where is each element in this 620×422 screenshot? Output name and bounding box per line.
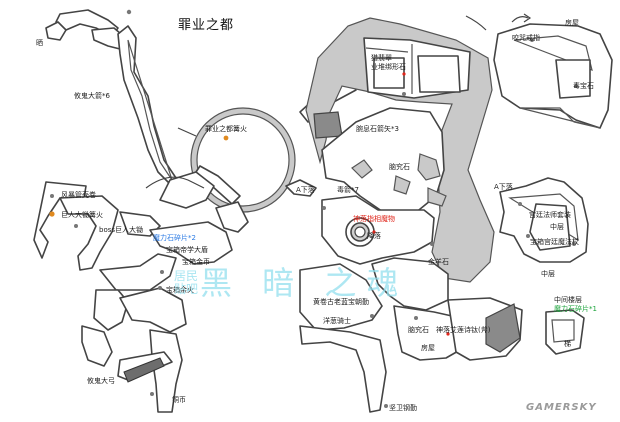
label-chaser-big-6: 攸鬼大箭*6	[74, 92, 110, 100]
east-palace	[499, 177, 589, 263]
label-chest-gold: 宝箱金币	[182, 258, 210, 266]
label-a-down-2: A下落	[494, 183, 513, 191]
label-magic-stone-3: 腕息石箭矢*3	[356, 125, 399, 133]
watermark-sub-text: 贴吧	[174, 282, 199, 296]
label-fall-point: 降落	[367, 232, 381, 240]
northeast-building	[493, 13, 613, 129]
west-upper-corridor	[45, 9, 177, 185]
label-hard-shield: 坚卫钢勤	[389, 404, 417, 412]
map-title: 罪业之都	[178, 18, 235, 33]
label-magic-stone-2: 魔力石碎片*2	[153, 234, 196, 242]
label-stone-7: 毒箭*7	[337, 186, 359, 194]
label-copper: 铜币	[172, 396, 186, 404]
label-house-2: 房屋	[565, 19, 579, 27]
label-chaser-bow: 攸鬼大弓	[87, 377, 115, 385]
label-palace-armor: 宫廷法师套装	[529, 211, 571, 219]
watermark-sub: 居民 贴吧	[174, 270, 200, 296]
label-a-down-1: A下落	[296, 186, 315, 194]
label-magic-stone-1: 魔力石碎片*1	[554, 305, 597, 313]
label-wind-tube: 风暴管壳卷	[61, 191, 96, 199]
central-district	[299, 17, 523, 413]
label-mid-floor: 中层	[550, 223, 564, 231]
label-fall-ring: 神落指相魔物	[353, 215, 395, 223]
label-boss-giant: boss巨人大锄	[99, 226, 144, 234]
label-sun: 晒	[36, 39, 43, 47]
middle-floor-block	[545, 309, 585, 355]
label-gold-stone-1: 脑究石	[389, 163, 410, 171]
label-armor-set: 猎翡翠 业堆绑形石	[371, 54, 406, 71]
label-mid-floor-2: 中层	[541, 270, 555, 278]
label-middle-layer: 中间楼层	[554, 296, 582, 304]
label-shining-stone: 金羊石	[428, 258, 449, 266]
watermark-sub2: 居民	[174, 269, 199, 283]
brand-logo: GAMERSKY	[526, 402, 597, 413]
label-ancient-coin: 黄卷古老蓝宝朝勤	[313, 298, 369, 306]
label-house-1: 房屋	[421, 344, 435, 352]
label-chest-ward: 宝箱帝学大盾	[166, 246, 208, 254]
label-gold-stone-2: 脑究石	[408, 326, 429, 334]
watermark-main: 黑 暗 之魂	[200, 264, 409, 302]
label-goddess-armor: 神落艾莲诗钛(斧)	[436, 326, 491, 334]
label-chest-palace-staff: 宝箱宫廷魔法杖	[530, 238, 579, 246]
label-anomaly-ring: 咬咒戒指	[512, 34, 540, 42]
label-leader: 洋葱骑士	[323, 317, 351, 325]
label-giant-bonfire: 巨人大锄篝火	[61, 211, 103, 219]
label-stairs: 梯	[564, 340, 571, 348]
label-ruby: 毒宝石	[573, 82, 594, 90]
label-bonfire-city: 罪业之都篝火	[205, 125, 247, 133]
west-giant-area	[33, 135, 249, 413]
label-chest-ash: 宝箱余火	[166, 286, 194, 294]
